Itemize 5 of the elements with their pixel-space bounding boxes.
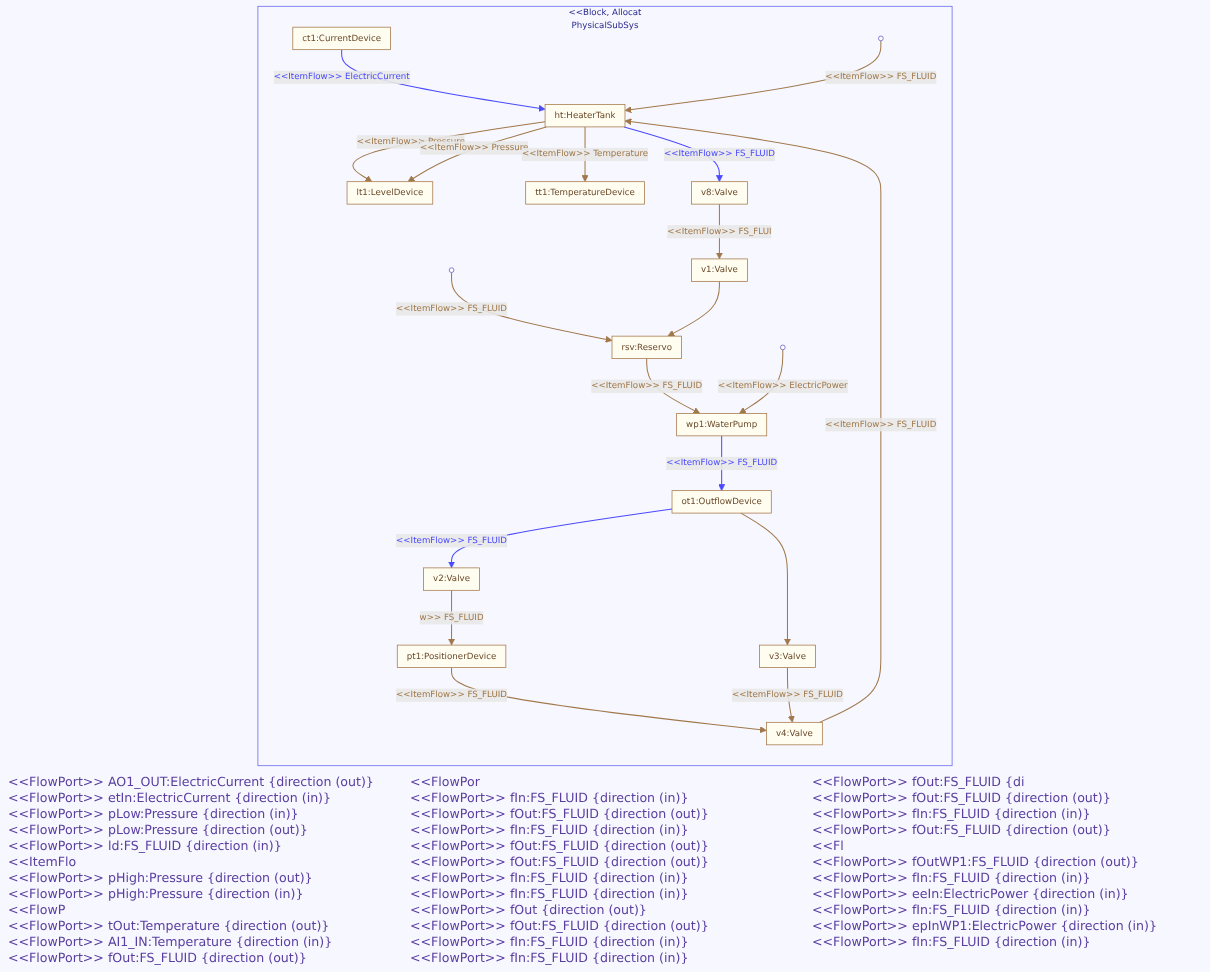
- arrow: [667, 280, 720, 337]
- arrow: [740, 512, 791, 646]
- arrow: [352, 121, 546, 182]
- arrow: [407, 126, 547, 182]
- arrow: [451, 667, 767, 734]
